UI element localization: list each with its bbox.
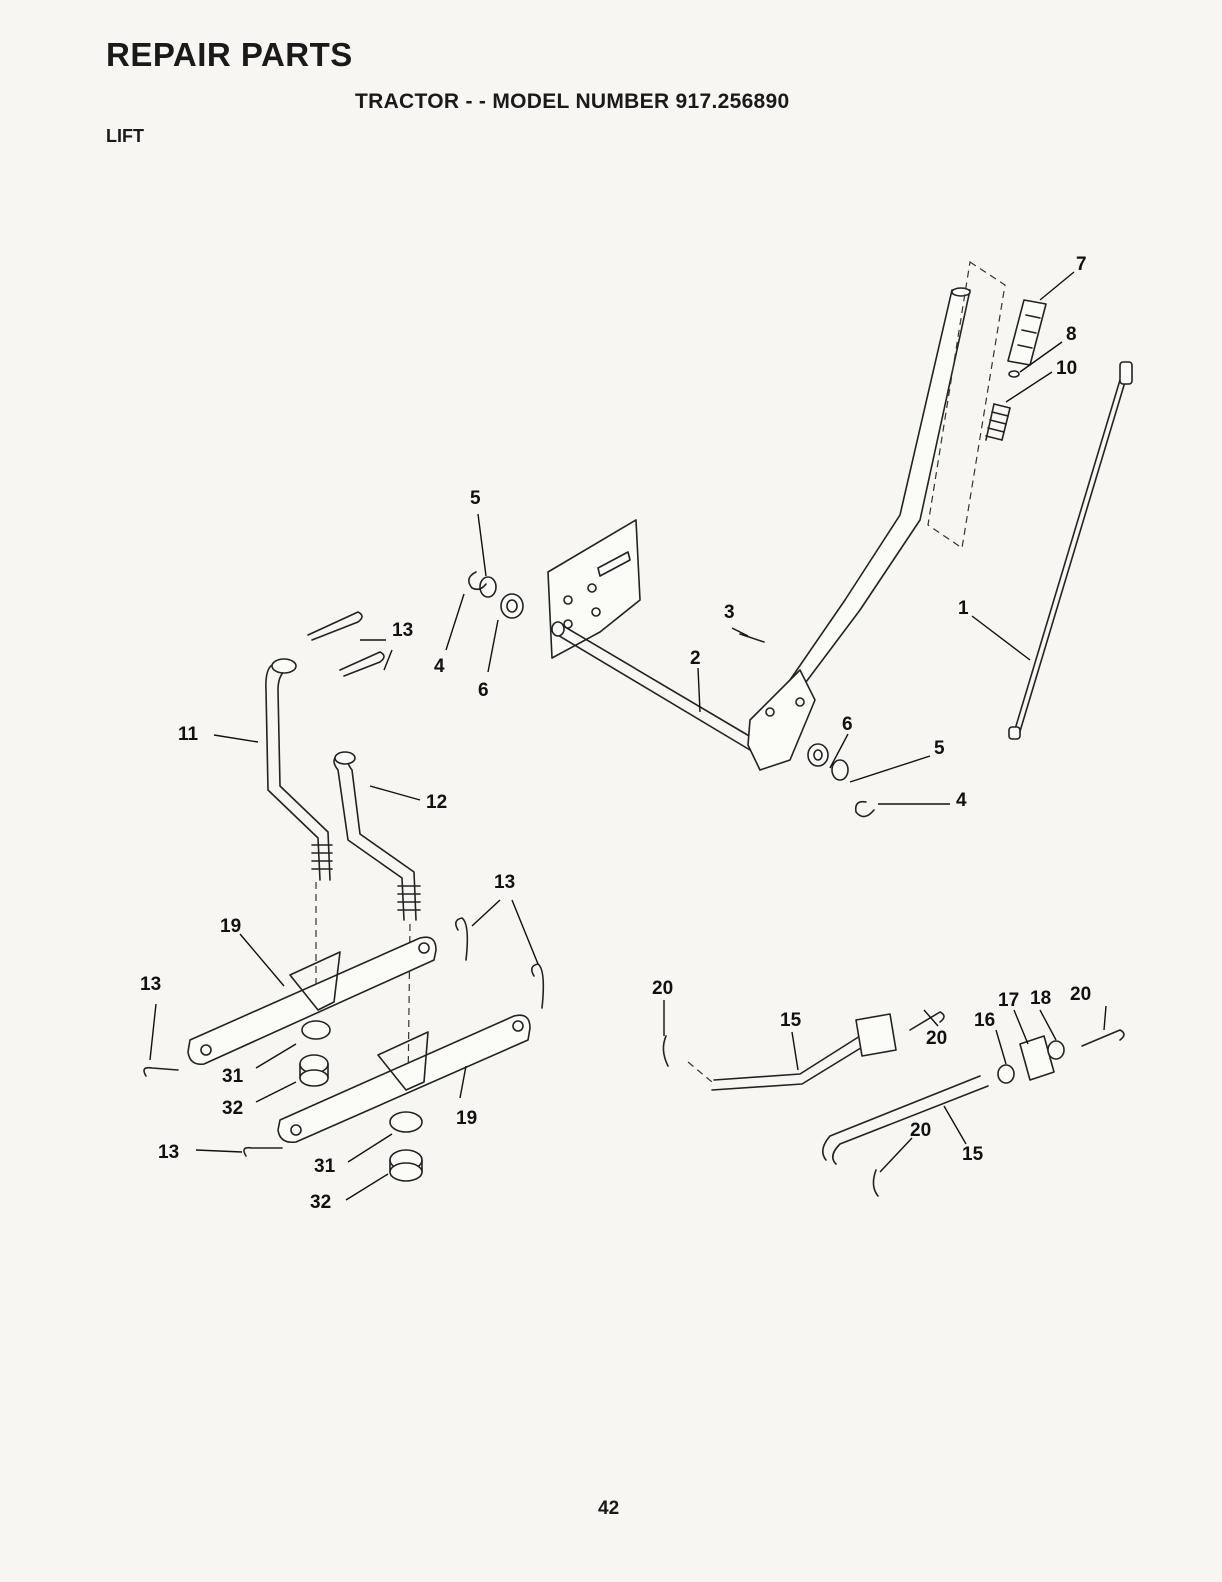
hairpin-clip	[243, 1146, 283, 1157]
lift-lever-handle	[779, 260, 1006, 701]
rod-alignment-line	[687, 1061, 713, 1083]
callout-16: 16	[974, 1010, 995, 1031]
callout-6: 6	[842, 714, 853, 735]
lift-arm-lower	[277, 1014, 531, 1144]
callout-13: 13	[392, 620, 413, 641]
callout-19: 19	[220, 916, 241, 937]
hairpin-clip	[454, 917, 469, 961]
callout-19: 19	[456, 1108, 477, 1129]
leader-lines	[149, 271, 1107, 1201]
model-subtitle: TRACTOR - - MODEL NUMBER 917.256890	[355, 90, 790, 113]
hairpin-pin	[872, 1169, 879, 1197]
rear-washer	[997, 1064, 1015, 1084]
callout-20: 20	[1070, 984, 1091, 1005]
left-washer	[479, 576, 497, 598]
callout-18: 18	[1030, 988, 1051, 1009]
callout-15: 15	[962, 1144, 984, 1165]
callout-31: 31	[314, 1156, 336, 1177]
callout-13: 13	[140, 974, 161, 995]
callout-17: 17	[998, 990, 1019, 1011]
hairpin-pin	[909, 1011, 945, 1031]
callout-3: 3	[724, 602, 735, 623]
spacer-lower	[389, 1111, 423, 1182]
rear-nut	[1047, 1040, 1065, 1060]
callout-31: 31	[222, 1066, 244, 1087]
lift-arm-upper	[187, 936, 437, 1066]
callout-7: 7	[1076, 254, 1087, 275]
callout-2: 2	[690, 648, 701, 669]
callout-20: 20	[926, 1028, 947, 1049]
hairpin-clip	[530, 963, 545, 1009]
lift-link-right	[333, 751, 421, 921]
left-bushing	[500, 593, 524, 619]
right-washer	[831, 759, 849, 781]
right-retainer-clip	[854, 800, 875, 818]
lift-link-left	[265, 658, 333, 881]
page-title: REPAIR PARTS	[106, 36, 353, 73]
callout-13: 13	[494, 872, 515, 893]
callout-5: 5	[470, 488, 481, 509]
callout-5: 5	[934, 738, 945, 759]
right-bushing	[807, 743, 829, 767]
compression-spring	[985, 403, 1011, 441]
callout-11: 11	[178, 724, 199, 745]
spacer-upper	[299, 1020, 331, 1087]
lift-shaft	[551, 621, 757, 751]
callout-8: 8	[1066, 324, 1077, 345]
callout-10: 10	[1056, 358, 1077, 379]
left-retainer-clip	[468, 571, 487, 591]
callout-4: 4	[434, 656, 445, 677]
mounting-plate	[547, 519, 641, 659]
section-label: LIFT	[106, 126, 144, 146]
callout-12: 12	[426, 792, 447, 813]
cotter-pin	[739, 633, 765, 643]
hairpin-clip	[143, 1066, 179, 1077]
rear-lift-rod-upper	[711, 1013, 897, 1091]
lever-bracket	[747, 669, 816, 771]
callout-4: 4	[956, 790, 967, 811]
page-number: 42	[598, 1498, 620, 1519]
handle-grip	[1007, 299, 1047, 366]
callout-6: 6	[478, 680, 489, 701]
rear-bracket	[1019, 1035, 1055, 1081]
hairpin-clip	[307, 611, 363, 641]
callout-20: 20	[652, 978, 673, 999]
callout-32: 32	[310, 1192, 331, 1213]
callout-20: 20	[910, 1120, 931, 1141]
rear-lift-rod-lower	[822, 1075, 989, 1165]
callout-1: 1	[958, 598, 969, 619]
hairpin-clip	[339, 651, 385, 677]
callout-13: 13	[158, 1142, 179, 1163]
callout-15: 15	[780, 1010, 802, 1031]
grip-washer	[1008, 370, 1020, 378]
callout-32: 32	[222, 1098, 243, 1119]
lift-rod	[1008, 361, 1133, 740]
hairpin-pin	[662, 1035, 669, 1067]
hairpin-pin	[1081, 1029, 1125, 1047]
